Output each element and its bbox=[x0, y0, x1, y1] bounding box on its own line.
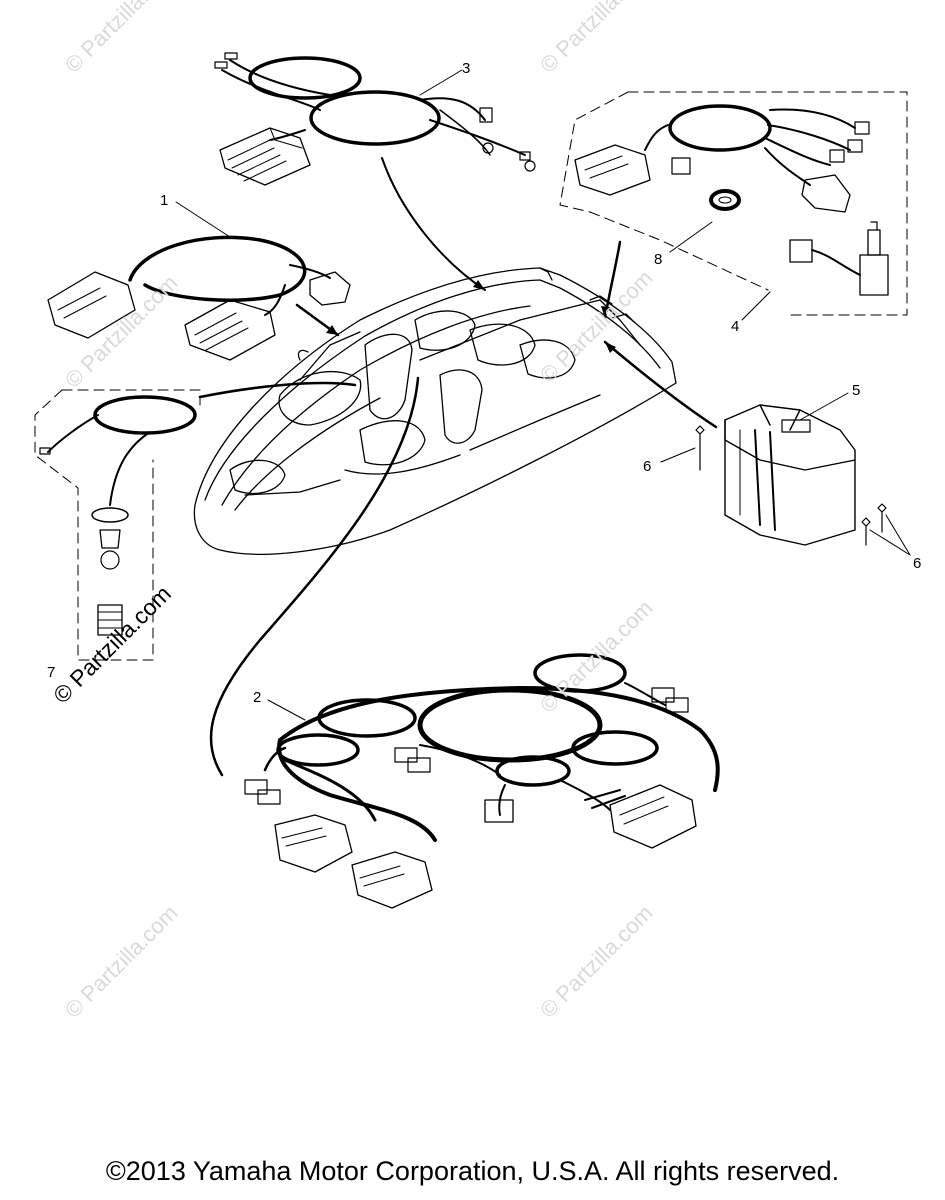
callout-7: 7 bbox=[47, 664, 56, 681]
callout-8: 8 bbox=[654, 251, 663, 268]
callout-6b: 6 bbox=[913, 555, 922, 572]
boat-hull bbox=[193, 267, 677, 555]
copyright-notice: ©2013 Yamaha Motor Corporation, U.S.A. A… bbox=[105, 1156, 840, 1186]
callout-5: 5 bbox=[852, 382, 861, 399]
harness-2 bbox=[244, 653, 720, 909]
battery-box bbox=[724, 404, 856, 546]
callout-leaders bbox=[175, 69, 911, 721]
part-7-group bbox=[34, 381, 357, 661]
part-4-group bbox=[559, 91, 908, 316]
arrowheads bbox=[326, 280, 616, 353]
screws bbox=[695, 425, 887, 546]
harness-3 bbox=[214, 52, 536, 291]
callout-4: 4 bbox=[731, 318, 740, 335]
harness-1 bbox=[47, 235, 351, 361]
callout-3: 3 bbox=[462, 60, 471, 77]
leader-arrows bbox=[209, 240, 718, 777]
callout-6a: 6 bbox=[643, 458, 652, 475]
callout-2: 2 bbox=[253, 689, 262, 706]
callout-1: 1 bbox=[160, 192, 169, 209]
